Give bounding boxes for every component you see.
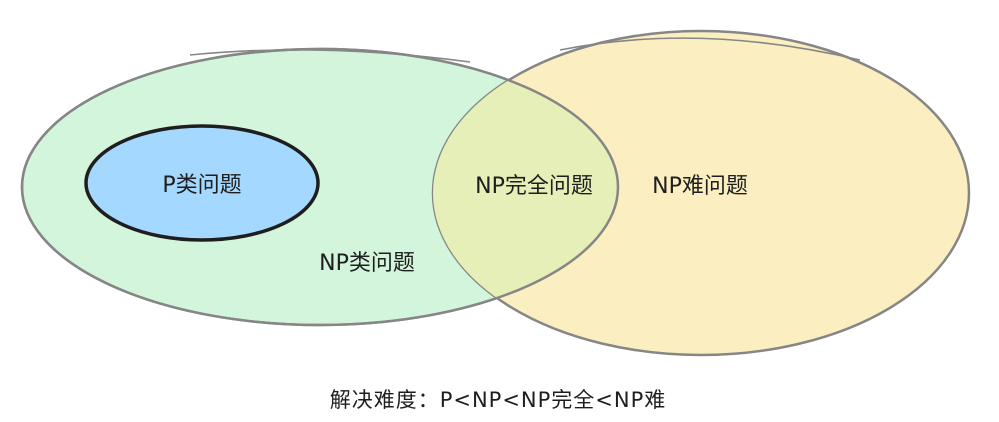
np-complete-label: NP完全问题 (475, 174, 593, 199)
p-set-ellipse (84, 124, 320, 242)
np-set-outline (20, 47, 620, 327)
p-class-label: P类问题 (162, 173, 241, 198)
np-class-label: NP类问题 (319, 251, 415, 276)
np-set-sketch-stroke (189, 49, 471, 63)
np-hard-sketch-stroke (559, 37, 861, 61)
np-hard-label: NP难问题 (652, 174, 748, 199)
difficulty-caption: 解决难度：P<NP<NP完全<NP难 (330, 388, 667, 412)
